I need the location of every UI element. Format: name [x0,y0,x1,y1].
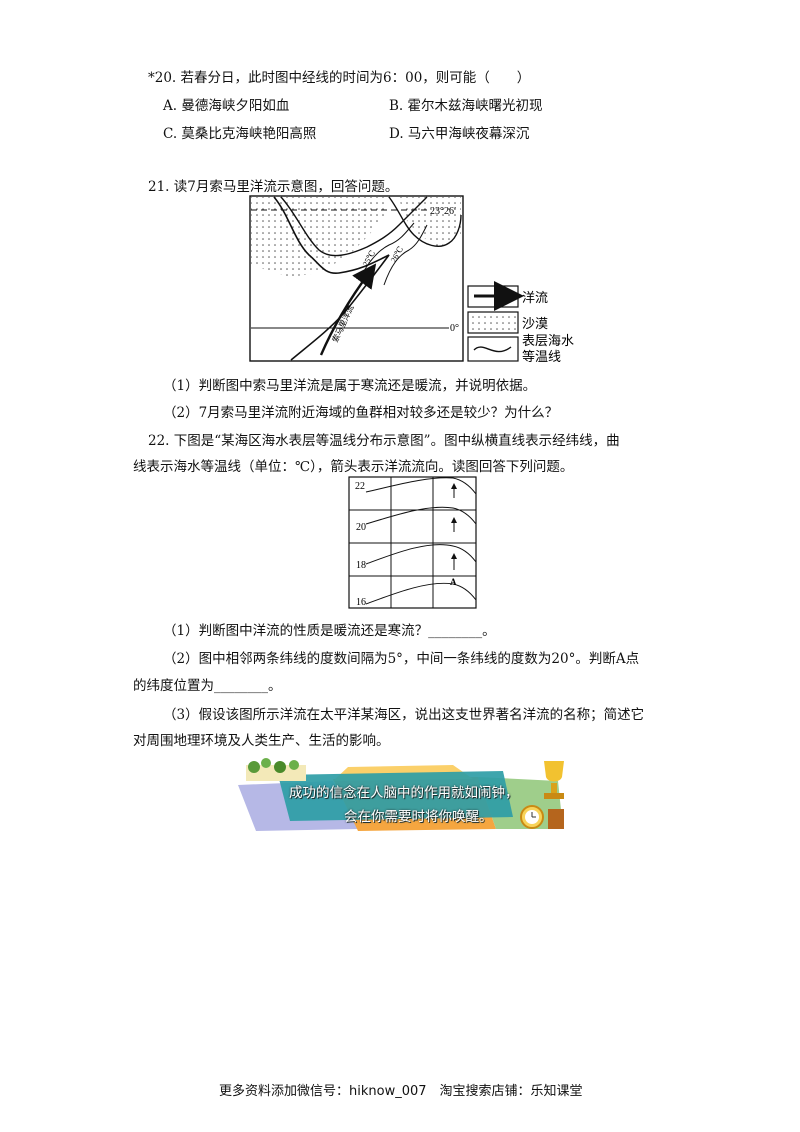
arabia-coast [388,196,462,247]
legend-isotherm-label: 表层海水 等温线 [522,333,577,364]
somali-current-map: 23°26′ 0° 25℃ 26℃ 索马里洋流 洋流 沙漠 表层海水 等温线 [249,195,577,364]
trophy-icon [544,761,564,799]
point-a-label: A [450,577,457,587]
q22-sub2-line1: （2）图中相邻两条纬线的度数间隔为5°，中间一条纬线的度数为20°。判断A点 [163,651,640,667]
isotherm-26 [383,224,428,286]
legend-desert-label: 沙漠 [522,316,548,331]
motivational-banner [238,758,564,831]
desert-area [251,197,389,277]
isotherm-curve-22 [365,477,477,495]
q20-stem: *20. 若春分日，此时图中经线的时间为6：00，则可能（ ） [148,70,531,86]
q22-sub2-line2: 的纬度位置为________。 [133,678,282,694]
isotherm-curve-16 [365,582,477,605]
isotherm-label-18: 18 [356,560,366,571]
isotherm-label-16: 16 [356,597,366,608]
q22-sub1: （1）判断图中洋流的性质是暖流还是寒流？________。 [163,623,496,639]
tropic-label: 23°26′ [430,206,456,217]
q20-option-d: D. 马六甲海峡夜幕深沉 [389,126,530,142]
q22-stem-line1: 22. 下图是“某海区海水表层等温线分布示意图”。图中纵横直线表示经纬线，曲 [148,433,620,449]
q20-option-a: A. 曼德海峡夕阳如血 [163,98,290,114]
q21-sub1: （1）判断图中索马里洋流是属于寒流还是暖流，并说明依据。 [163,378,537,394]
q22-sub3-line1: （3）假设该图所示洋流在太平洋某海区，说出这支世界著名洋流的名称；简述它 [163,707,645,723]
isotherm-curve-18 [365,544,477,565]
q22-stem-line2: 线表示海水等温线（单位：℃），箭头表示洋流流向。读图回答下列问题。 [133,459,574,475]
q21-sub2: （2）7月索马里洋流附近海域的鱼群相对较多还是较少？为什么？ [163,405,559,421]
legend-box-desert [467,311,519,334]
gift-box-icon [548,809,564,829]
footer-text: 更多资料添加微信号：hiknow_007 淘宝搜索店铺：乐知课堂 [219,1084,583,1099]
q21-stem: 21. 读7月索马里洋流示意图，回答问题。 [148,179,399,195]
banner-line2: 会在你需要时将你唤醒。 [344,809,493,825]
alarm-clock-icon [520,805,544,829]
banner-line1: 成功的信念在人脑中的作用就如闹钟， [289,785,519,801]
isotherm-curve-20 [365,506,477,525]
legend-wave-icon [473,346,512,353]
isotherm-label-22: 22 [355,481,365,492]
q20-option-b: B. 霍尔木兹海峡曙光初现 [389,98,543,114]
plant-icon [246,758,306,781]
banner-text-plate [278,771,513,821]
isotherm-figure: 22 20 18 16 A [348,476,477,609]
current-arrow [319,263,377,356]
red-sea-coast [280,196,428,257]
legend-current-label: 洋流 [522,290,548,305]
q20-option-c: C. 莫桑比克海峡艳阳高照 [163,126,317,142]
isotherm-label-20: 20 [356,522,366,533]
equator-label: 0° [450,323,459,334]
q22-sub3-line2: 对周围地理环境及人类生产、生活的影响。 [133,733,390,749]
